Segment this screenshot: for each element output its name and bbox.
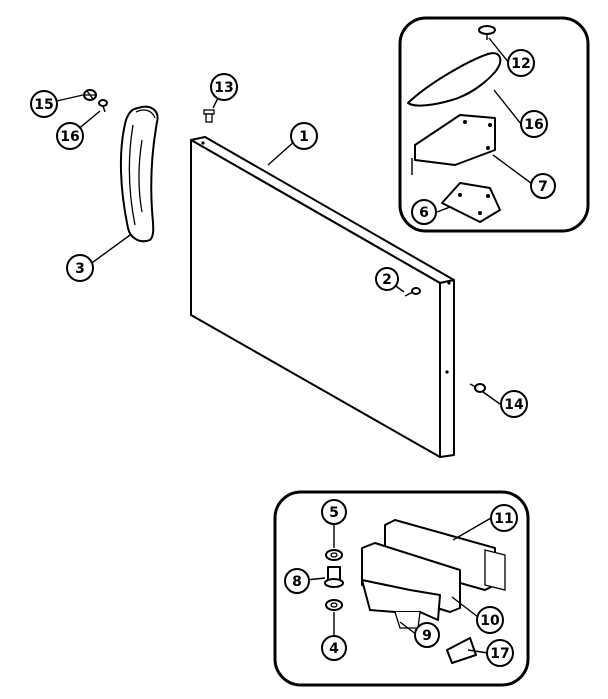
callout-label: 6 [419,205,429,221]
callout-label: 16 [524,117,543,133]
callout-11: 11 [490,504,518,532]
door-panel [190,136,455,458]
clip-part [446,637,477,664]
callout-10: 10 [476,606,504,634]
hinge-plate-part [441,182,501,223]
callout-17: 17 [486,639,514,667]
callout-8: 8 [284,568,310,594]
callout-label: 8 [292,574,302,590]
callout-label: 17 [490,646,509,662]
callout-9: 9 [414,622,440,648]
callout-14: 14 [500,390,528,418]
callout-label: 14 [504,397,524,413]
callout-5: 5 [321,499,347,525]
hinge-part-7 [411,114,496,175]
hinge-bracket-part [361,579,441,629]
callout-6: 6 [411,199,437,225]
callout-label: 16 [60,129,79,145]
screw-part-2 [404,287,421,297]
callout-label: 4 [329,641,339,657]
callout-label: 9 [422,628,432,644]
callout-label: 1 [299,129,309,145]
callout-label: 7 [538,179,548,195]
callout-4: 4 [321,635,347,661]
callout-label: 10 [480,613,500,629]
callout-1: 1 [290,122,318,150]
callout-label: 12 [511,56,530,72]
hinge-cover-part [407,52,502,107]
washer-part-4 [325,599,343,611]
callout-label: 3 [75,261,85,277]
hinge-pin-part [324,566,344,588]
callout-label: 2 [382,272,392,288]
callout-label: 11 [494,511,513,527]
callout-label: 13 [214,80,233,96]
callout-15: 15 [30,90,58,118]
upper-hinge-inset [398,16,590,233]
callout-label: 15 [34,97,53,113]
door-handle [119,105,159,243]
callout-12: 12 [507,49,535,77]
callout-13: 13 [210,73,238,101]
leader-lines [47,37,536,654]
cap-part [478,25,496,40]
screw-part-14 [469,383,486,393]
callout-3: 3 [66,254,94,282]
callout-16-inset: 16 [520,110,548,138]
callout-16-handle: 16 [56,122,84,150]
door-stop-part [203,109,215,123]
lower-hinge-inset [273,490,530,687]
callout-7: 7 [530,173,556,199]
callout-2: 2 [375,267,399,291]
callout-label: 5 [329,505,339,521]
screw-part-16 [98,99,108,113]
plug-part [83,89,97,101]
washer-part-5 [325,549,343,561]
